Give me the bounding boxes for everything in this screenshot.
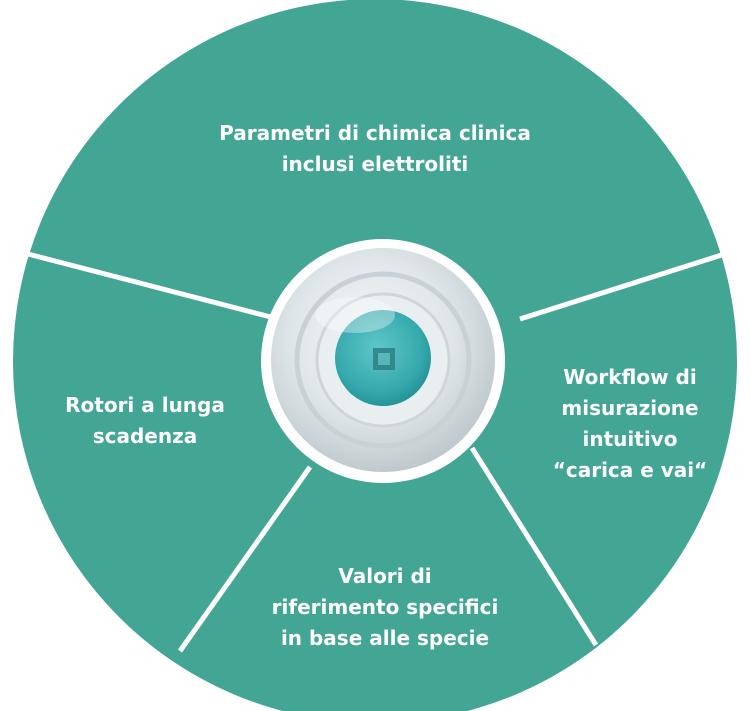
rotor-inner-ring [294, 271, 472, 449]
segment-top: Parametri di chimica clinica inclusi elet… [219, 121, 531, 176]
segment-label-line: misurazione [561, 396, 698, 420]
segment-label-line: Workflow di [563, 365, 696, 389]
segment-label-line: “carica e vai“ [553, 458, 708, 482]
segment-divider [519, 250, 729, 322]
segment-right: Workflow di misurazione intuitivo “carica e… [553, 365, 708, 482]
segment-bottom: Valori di riferimento specifici in base al… [272, 564, 499, 650]
rotor-qr-inner [378, 353, 390, 365]
segment-left: Rotori a lunga scadenza [65, 393, 225, 448]
segment-label-line: in base alle specie [281, 626, 489, 650]
segment-label-line: Valori di [338, 564, 431, 588]
segment-divider [469, 446, 599, 647]
segment-divider [177, 465, 313, 653]
segment-label-line: riferimento specifici [272, 595, 499, 619]
segment-label-line: intuitivo [583, 427, 678, 451]
rotor-disc-image [261, 239, 505, 483]
segment-label-line: inclusi elettroliti [282, 152, 469, 176]
segment-label-line: Parametri di chimica clinica [219, 121, 531, 145]
segment-divider [23, 250, 291, 325]
segment-label-line: scadenza [93, 424, 198, 448]
rotor-highlight [315, 297, 395, 333]
segment-label-line: Rotori a lunga [65, 393, 225, 417]
